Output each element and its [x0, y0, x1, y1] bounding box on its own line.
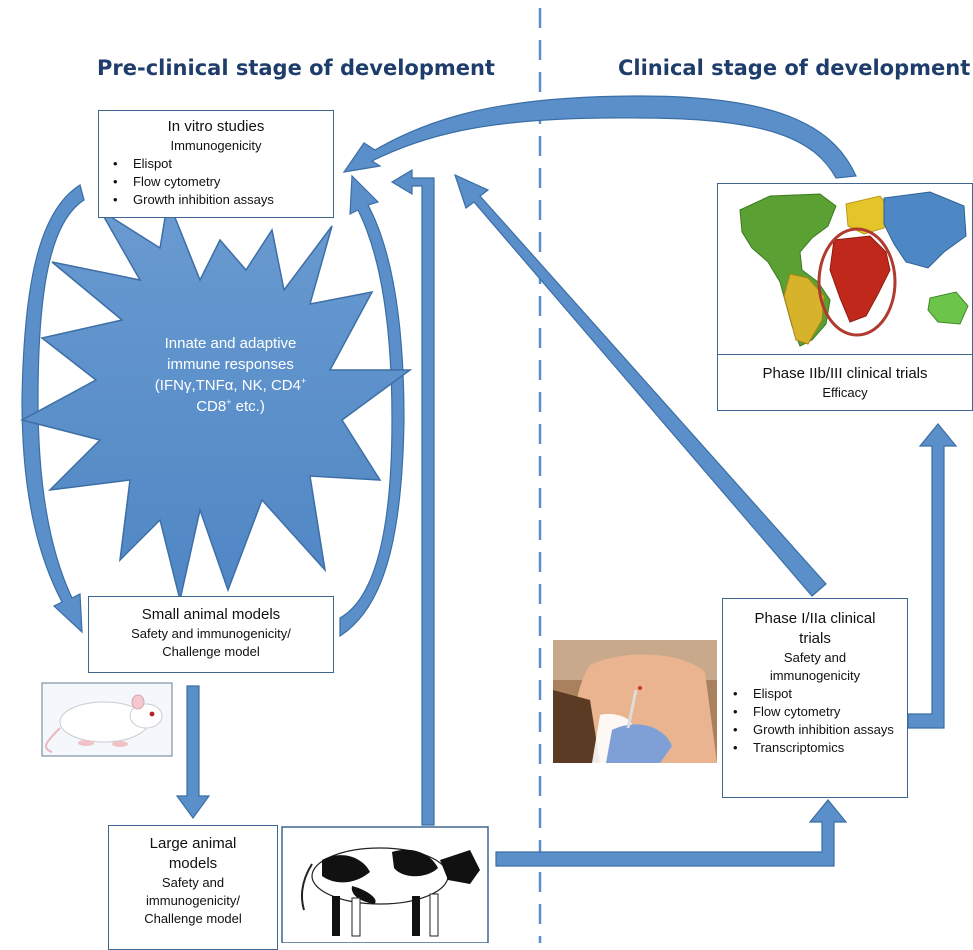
world-map-picture [720, 185, 970, 353]
arrow-phase3-to-invitro [342, 95, 857, 179]
arrow-phase1-to-invitro [453, 173, 827, 597]
phase3-title: Phase IIb/III clinical trials [762, 365, 928, 382]
large-animal-title2: models [168, 855, 218, 872]
phase1-sub1: Safety and [783, 650, 847, 665]
phase1-sub2: immunogenicity [769, 668, 861, 683]
africa-shape [829, 235, 891, 323]
burst-line1: Innate and adaptive [164, 335, 297, 352]
arrow-small-animal-to-invitro [339, 174, 405, 638]
large-animal-line2: immunogenicity/ [146, 893, 240, 908]
south-america-shape [783, 273, 825, 345]
preclinical-heading: Pre-clinical stage of development [97, 56, 495, 80]
burst-line4: CD8+ etc.) [108, 396, 353, 417]
invitro-box: In vitro studies Immunogenicity Elispot … [98, 110, 334, 218]
arrow-large-animal-to-invitro [390, 168, 435, 826]
large-animal-line1: Safety and [161, 875, 225, 890]
invitro-item: Elispot [113, 155, 333, 173]
burst-line2: immune responses [167, 356, 294, 373]
small-animal-line2: Challenge model [162, 644, 260, 659]
invitro-assay-list: Elispot Flow cytometry Growth inhibition… [99, 155, 333, 209]
phase3-box: Phase IIb/III clinical trials Efficacy [717, 183, 973, 411]
clinical-heading: Clinical stage of development [618, 56, 971, 80]
small-animal-title: Small animal models [141, 606, 281, 623]
burst-line4-suffix: etc.) [231, 398, 265, 415]
phase3-subtitle: Efficacy [822, 385, 868, 400]
europe-shape [845, 195, 893, 235]
phase1-box: Phase I/IIa clinical trials Safety and i… [722, 598, 908, 798]
mouse-photo [41, 682, 173, 757]
phase1-item: Elispot [733, 685, 907, 703]
invitro-subtitle: Immunogenicity [170, 138, 262, 153]
cow-photo [281, 826, 489, 943]
immune-response-starburst [19, 197, 413, 601]
large-animal-box: Large animal models Safety and immunogen… [108, 825, 278, 950]
burst-line3-text: (IFNγ,TNFα, NK, CD4 [154, 377, 301, 394]
burst-line3: (IFNγ,TNFα, NK, CD4+ [108, 375, 353, 396]
invitro-item: Growth inhibition assays [113, 191, 333, 209]
small-animal-box: Small animal models Safety and immunogen… [88, 596, 334, 673]
large-animal-line3: Challenge model [144, 911, 242, 926]
arrow-large-animal-to-phase1 [495, 799, 848, 867]
phase1-item: Flow cytometry [733, 703, 907, 721]
arrow-phase1-to-phase3 [907, 423, 958, 729]
small-animal-line1: Safety and immunogenicity/ [131, 626, 291, 641]
phase3-divider [718, 354, 972, 355]
phase1-item: Growth inhibition assays [733, 721, 907, 739]
phase1-title1: Phase I/IIa clinical [754, 610, 876, 627]
arrow-small-to-large-animal [175, 685, 211, 820]
invitro-title: In vitro studies [167, 118, 265, 135]
invitro-item: Flow cytometry [113, 173, 333, 191]
phase1-title2: trials [799, 630, 831, 647]
phase1-assay-list: Elispot Flow cytometry Growth inhibition… [723, 685, 907, 757]
phase1-item: Transcriptomics [733, 739, 907, 757]
australia-shape [927, 291, 969, 325]
africa-highlight-circle [817, 227, 897, 337]
injection-photo [553, 640, 717, 763]
burst-superscript-plus: + [300, 376, 307, 386]
burst-line4-cd8: CD8 [196, 398, 227, 415]
burst-superscript-plus: + [226, 397, 232, 407]
immune-response-text: Innate and adaptive immune responses (IF… [108, 333, 353, 417]
large-animal-title1: Large animal [149, 835, 237, 852]
asia-shape [883, 191, 967, 269]
arrow-invitro-to-small-animal [21, 184, 85, 634]
